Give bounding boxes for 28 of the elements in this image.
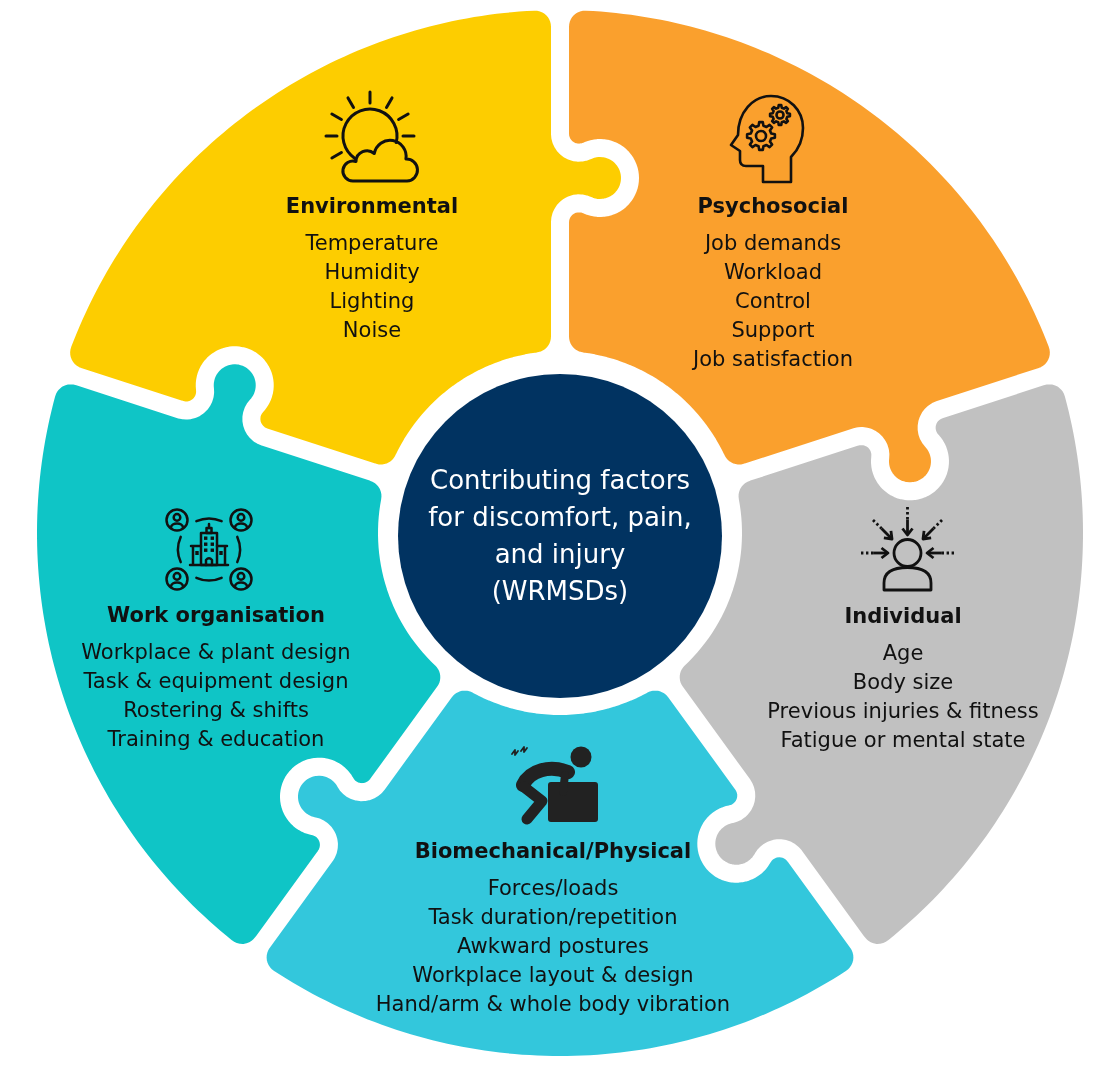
factor-item: Noise (342, 317, 402, 344)
factor-item: Job demands (704, 230, 842, 257)
factor-item: Control (735, 288, 811, 315)
category-heading: Psychosocial (697, 193, 849, 220)
factor-item: Task & equipment design (83, 668, 349, 695)
center-title: Contributing factors for discomfort, pain, and injury (WRMSDs) (427, 464, 693, 608)
factor-item: Workload (723, 259, 823, 286)
factor-item: Task duration/repetition (428, 904, 678, 931)
factor-item: Previous injuries & fitness (767, 698, 1039, 725)
factor-item: Job satisfaction (693, 346, 853, 373)
category-heading: Individual (844, 603, 962, 630)
factor-item: Workplace & plant design (81, 639, 351, 666)
category-heading: Work organisation (107, 602, 325, 629)
factor-item: Training & education (107, 726, 325, 753)
category-heading: Environmental (285, 193, 459, 220)
factor-item: Hand/arm & whole body vibration (375, 991, 731, 1018)
factor-item: Humidity (324, 259, 420, 286)
factor-item: Support (731, 317, 815, 344)
factor-item: Workplace layout & design (412, 962, 694, 989)
factor-item: Body size (852, 669, 954, 696)
factor-item: Temperature (305, 230, 439, 257)
factor-item: Fatigue or mental state (780, 727, 1026, 754)
factor-item: Lighting (329, 288, 415, 315)
factor-item: Awkward postures (457, 933, 649, 960)
category-heading: Biomechanical/Physical (414, 838, 692, 865)
factor-item: Forces/loads (487, 875, 619, 902)
factor-item: Rostering & shifts (123, 697, 309, 724)
factor-item: Age (882, 640, 924, 667)
